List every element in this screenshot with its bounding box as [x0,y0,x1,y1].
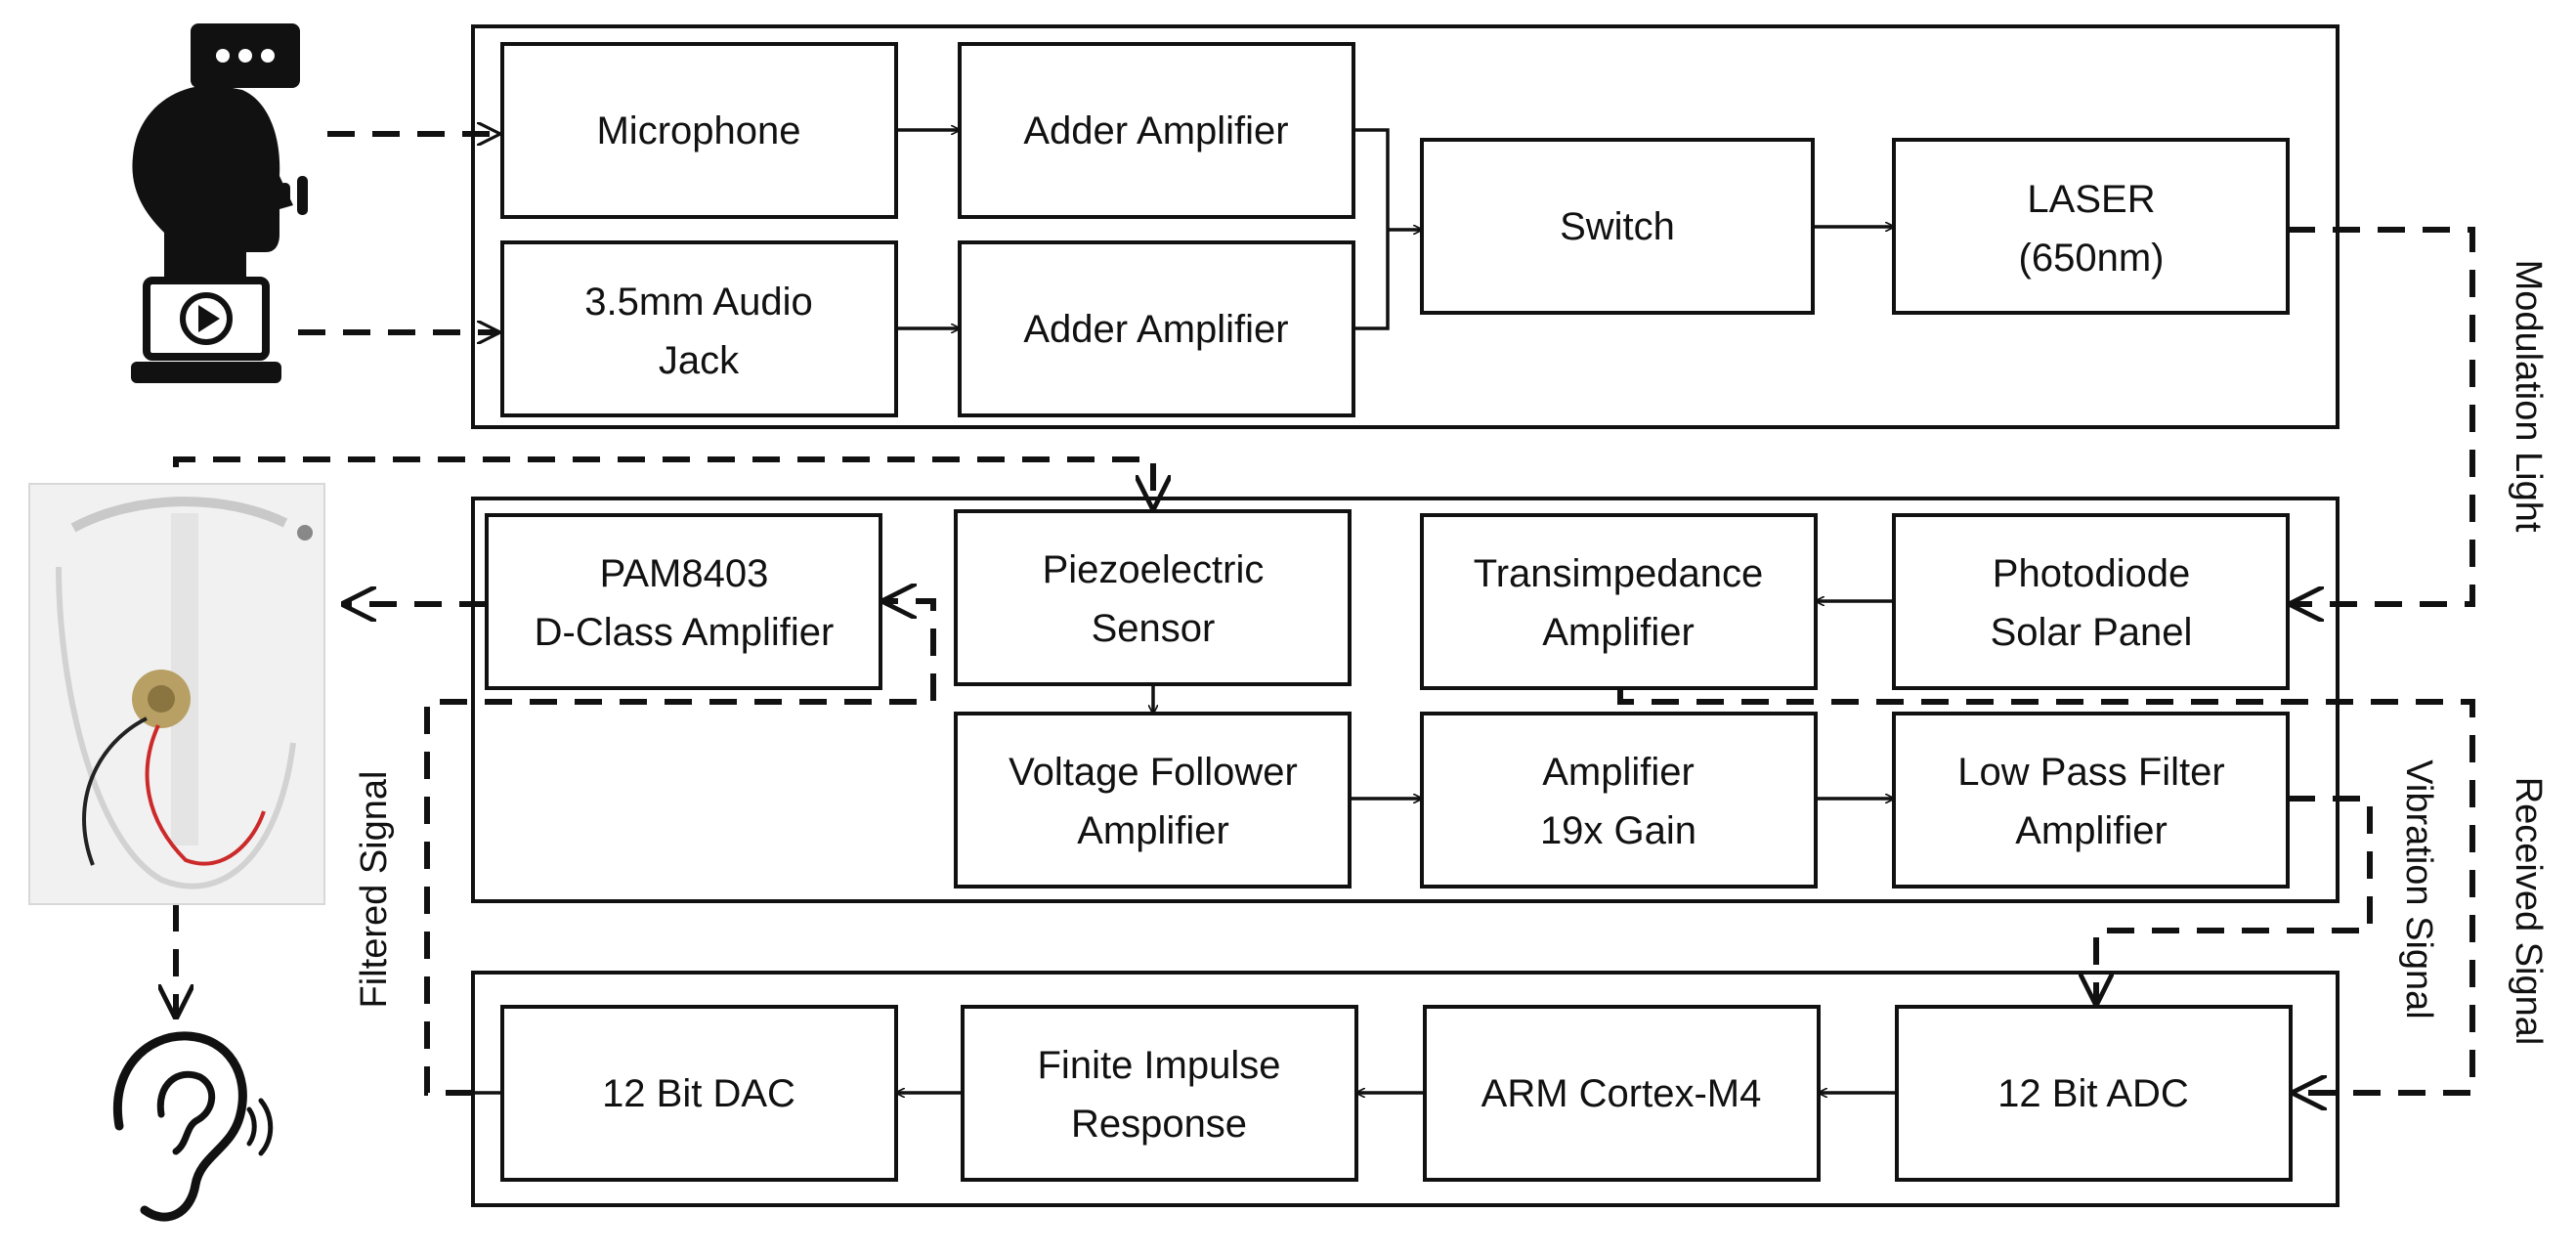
modulation-light-label: Modulation Light [2508,260,2549,533]
photodiode-block: Photodiode Solar Panel [1892,513,2290,690]
lpf-label-line1: Low Pass Filter [1957,751,2224,794]
adc-block: 12 Bit ADC [1895,1005,2293,1182]
dash-device-piezo [173,456,1153,507]
vf-label-line2: Amplifier [1077,809,1229,852]
transimpedance-amplifier-block: Transimpedance Amplifier [1420,513,1818,690]
piezo-sensor-block: Piezoelectric Sensor [954,509,1352,686]
adc-label: 12 Bit ADC [1997,1072,2189,1115]
audio-jack-block: 3.5mm Audio Jack [500,240,898,417]
fir-label-line1: Finite Impulse [1038,1044,1281,1087]
adder-amplifier-1-label: Adder Amplifier [1023,109,1288,152]
microphone-block: Microphone [500,42,898,219]
photodiode-label-line2: Solar Panel [1991,611,2193,654]
amp-label-line2: 19x Gain [1540,809,1696,852]
switch-block: Switch [1420,138,1815,315]
dac-label: 12 Bit DAC [602,1072,795,1115]
laser-label-line2: (650nm) [2019,237,2165,280]
tia-label-line1: Transimpedance [1474,552,1763,595]
adder-amplifier-2-block: Adder Amplifier [958,240,1355,417]
dash-received-signal [1617,688,2475,1093]
piezo-label-line1: Piezoelectric [1043,548,1265,591]
piezo-label-line2: Sensor [1092,607,1216,650]
microphone-label: Microphone [596,109,800,152]
arm-cortex-block: ARM Cortex-M4 [1423,1005,1821,1182]
ear-icon [113,1031,274,1222]
speaking-person-icon [132,23,308,280]
lpf-label-line2: Amplifier [2015,809,2168,852]
dash-vibration-signal [2096,796,2373,1003]
received-signal-label: Received Signal [2508,777,2549,1046]
switch-label: Switch [1560,205,1675,248]
audio-jack-label-line1: 3.5mm Audio [584,281,812,324]
tia-label-line2: Amplifier [1542,611,1695,654]
pam8403-label-line1: PAM8403 [600,552,769,595]
vf-label-line1: Voltage Follower [1009,751,1298,794]
pam8403-label-line2: D-Class Amplifier [535,611,835,654]
dash-filtered-signal [424,601,936,1096]
dac-block: 12 Bit DAC [500,1005,898,1182]
processing-section-frame [471,971,2340,1207]
dash-modulation-light [2288,227,2475,604]
adder-merge-line [1353,128,1390,330]
photodiode-label-line1: Photodiode [1993,552,2190,595]
voltage-follower-block: Voltage Follower Amplifier [954,712,1352,889]
dashed-signal-paths [173,134,2475,1096]
amp-label-line1: Amplifier [1542,751,1695,794]
solid-connectors [473,130,1897,1093]
pam8403-block: PAM8403 D-Class Amplifier [485,513,882,690]
fir-label-line2: Response [1071,1103,1247,1146]
arm-label: ARM Cortex-M4 [1481,1072,1762,1115]
laser-block: LASER (650nm) [1892,138,2290,315]
laser-label-line1: LASER [2027,178,2155,221]
low-pass-filter-block: Low Pass Filter Amplifier [1892,712,2290,889]
filtered-signal-label: Filtered Signal [354,771,395,1009]
amplifier-19x-block: Amplifier 19x Gain [1420,712,1818,889]
vibration-signal-label: Vibration Signal [2398,759,2439,1019]
laptop-play-icon [131,277,281,383]
glasses-device-photo [28,483,325,905]
fir-block: Finite Impulse Response [961,1005,1358,1182]
adder-amplifier-1-block: Adder Amplifier [958,42,1355,219]
audio-jack-label-line2: Jack [659,339,740,382]
adder-amplifier-2-label: Adder Amplifier [1023,308,1288,351]
